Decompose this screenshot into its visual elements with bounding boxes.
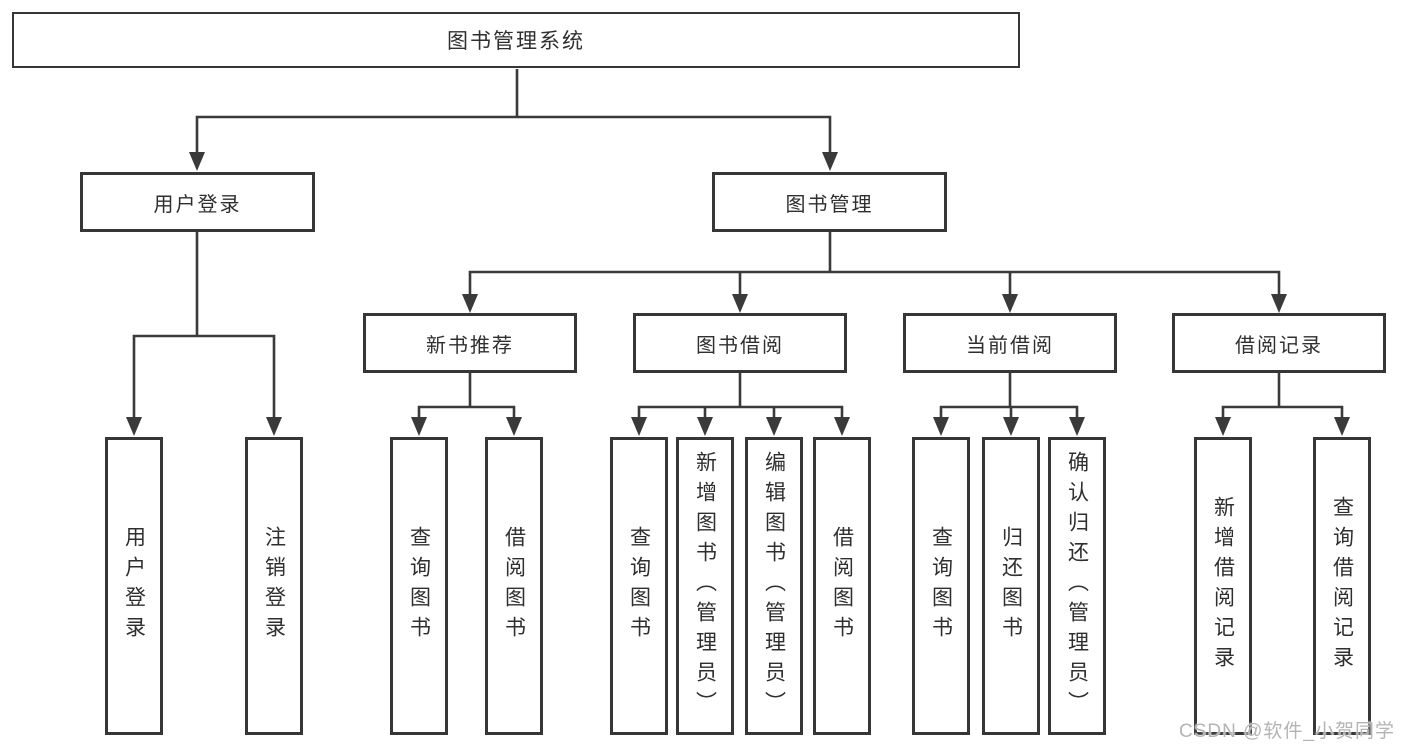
arrowhead-down-icon	[506, 417, 522, 436]
arrowhead-down-icon	[933, 417, 949, 436]
leaf-label: 查询图书	[929, 526, 953, 646]
connector-root-to-branches	[195, 69, 832, 154]
leaf-query-books-current: 查询图书	[912, 437, 970, 735]
node-book-borrowing: 图书借阅	[633, 313, 847, 373]
arrowhead-down-icon	[1271, 294, 1287, 313]
connector-new-book-recommendation	[417, 373, 516, 419]
arrowhead-down-icon	[1003, 417, 1019, 436]
watermark-text: CSDN @软件_小贺同学	[1179, 721, 1395, 742]
node-user-login: 用户登录	[80, 172, 315, 232]
node-label: 图书借阅	[696, 334, 784, 357]
node-library-management-system: 图书管理系统	[12, 12, 1020, 68]
leaf-query-books-recommend: 查询图书	[390, 437, 448, 735]
leaf-label: 查询图书	[407, 526, 431, 646]
node-borrowing-records: 借阅记录	[1172, 313, 1386, 373]
node-current-borrowing: 当前借阅	[903, 313, 1117, 373]
arrowhead-down-icon	[631, 417, 647, 436]
leaf-label: 注销登录	[262, 526, 286, 646]
leaf-label: 借阅图书	[830, 526, 854, 646]
leaf-label: 新增借阅记录	[1211, 496, 1235, 676]
connector-book-management-to-modules	[468, 232, 1281, 296]
arrowhead-down-icon	[1069, 417, 1085, 436]
connector-current-borrowing	[939, 373, 1079, 419]
arrowhead-down-icon	[266, 417, 282, 436]
leaf-label: 确认归还（管理员）	[1065, 451, 1089, 721]
arrowhead-down-icon	[189, 152, 205, 171]
leaf-confirm-return-admin: 确认归还（管理员）	[1048, 437, 1106, 735]
leaf-query-books-borrowing: 查询图书	[610, 437, 668, 735]
leaf-label: 查询图书	[627, 526, 651, 646]
arrowhead-down-icon	[126, 417, 142, 436]
arrowhead-down-icon	[732, 294, 748, 313]
node-book-management: 图书管理	[712, 172, 947, 232]
node-new-book-recommendation: 新书推荐	[363, 313, 577, 373]
arrowhead-down-icon	[822, 152, 838, 171]
arrowhead-down-icon	[766, 417, 782, 436]
node-label: 当前借阅	[966, 334, 1054, 357]
arrowhead-down-icon	[1334, 417, 1350, 436]
node-label: 借阅记录	[1235, 334, 1323, 357]
leaf-label: 新增图书（管理员）	[693, 451, 717, 721]
arrowhead-down-icon	[1215, 417, 1231, 436]
connector-book-borrowing	[637, 373, 844, 419]
arrowhead-down-icon	[462, 294, 478, 313]
leaf-label: 编辑图书（管理员）	[762, 451, 786, 721]
connector-user-login-to-leaves	[132, 232, 276, 419]
arrowhead-down-icon	[834, 417, 850, 436]
connector-borrowing-records	[1221, 373, 1344, 419]
leaf-label: 借阅图书	[502, 526, 526, 646]
leaf-user-login: 用户登录	[105, 437, 163, 735]
arrowhead-down-icon	[411, 417, 427, 436]
leaf-add-book-admin: 新增图书（管理员）	[676, 437, 734, 735]
leaf-borrow-books: 借阅图书	[813, 437, 871, 735]
arrowhead-down-icon	[1002, 294, 1018, 313]
node-label: 图书管理系统	[447, 30, 585, 53]
node-label: 用户登录	[153, 193, 242, 216]
leaf-return-books: 归还图书	[982, 437, 1040, 735]
leaf-label: 归还图书	[999, 526, 1023, 646]
node-label: 新书推荐	[426, 334, 514, 357]
leaf-borrow-books-recommend: 借阅图书	[485, 437, 543, 735]
leaf-query-borrow-record: 查询借阅记录	[1313, 437, 1371, 735]
arrowhead-down-icon	[697, 417, 713, 436]
leaf-add-borrow-record: 新增借阅记录	[1194, 437, 1252, 735]
leaf-logout: 注销登录	[245, 437, 303, 735]
leaf-label: 用户登录	[122, 526, 146, 646]
node-label: 图书管理	[785, 193, 874, 216]
leaf-label: 查询借阅记录	[1330, 496, 1354, 676]
leaf-edit-book-admin: 编辑图书（管理员）	[745, 437, 803, 735]
